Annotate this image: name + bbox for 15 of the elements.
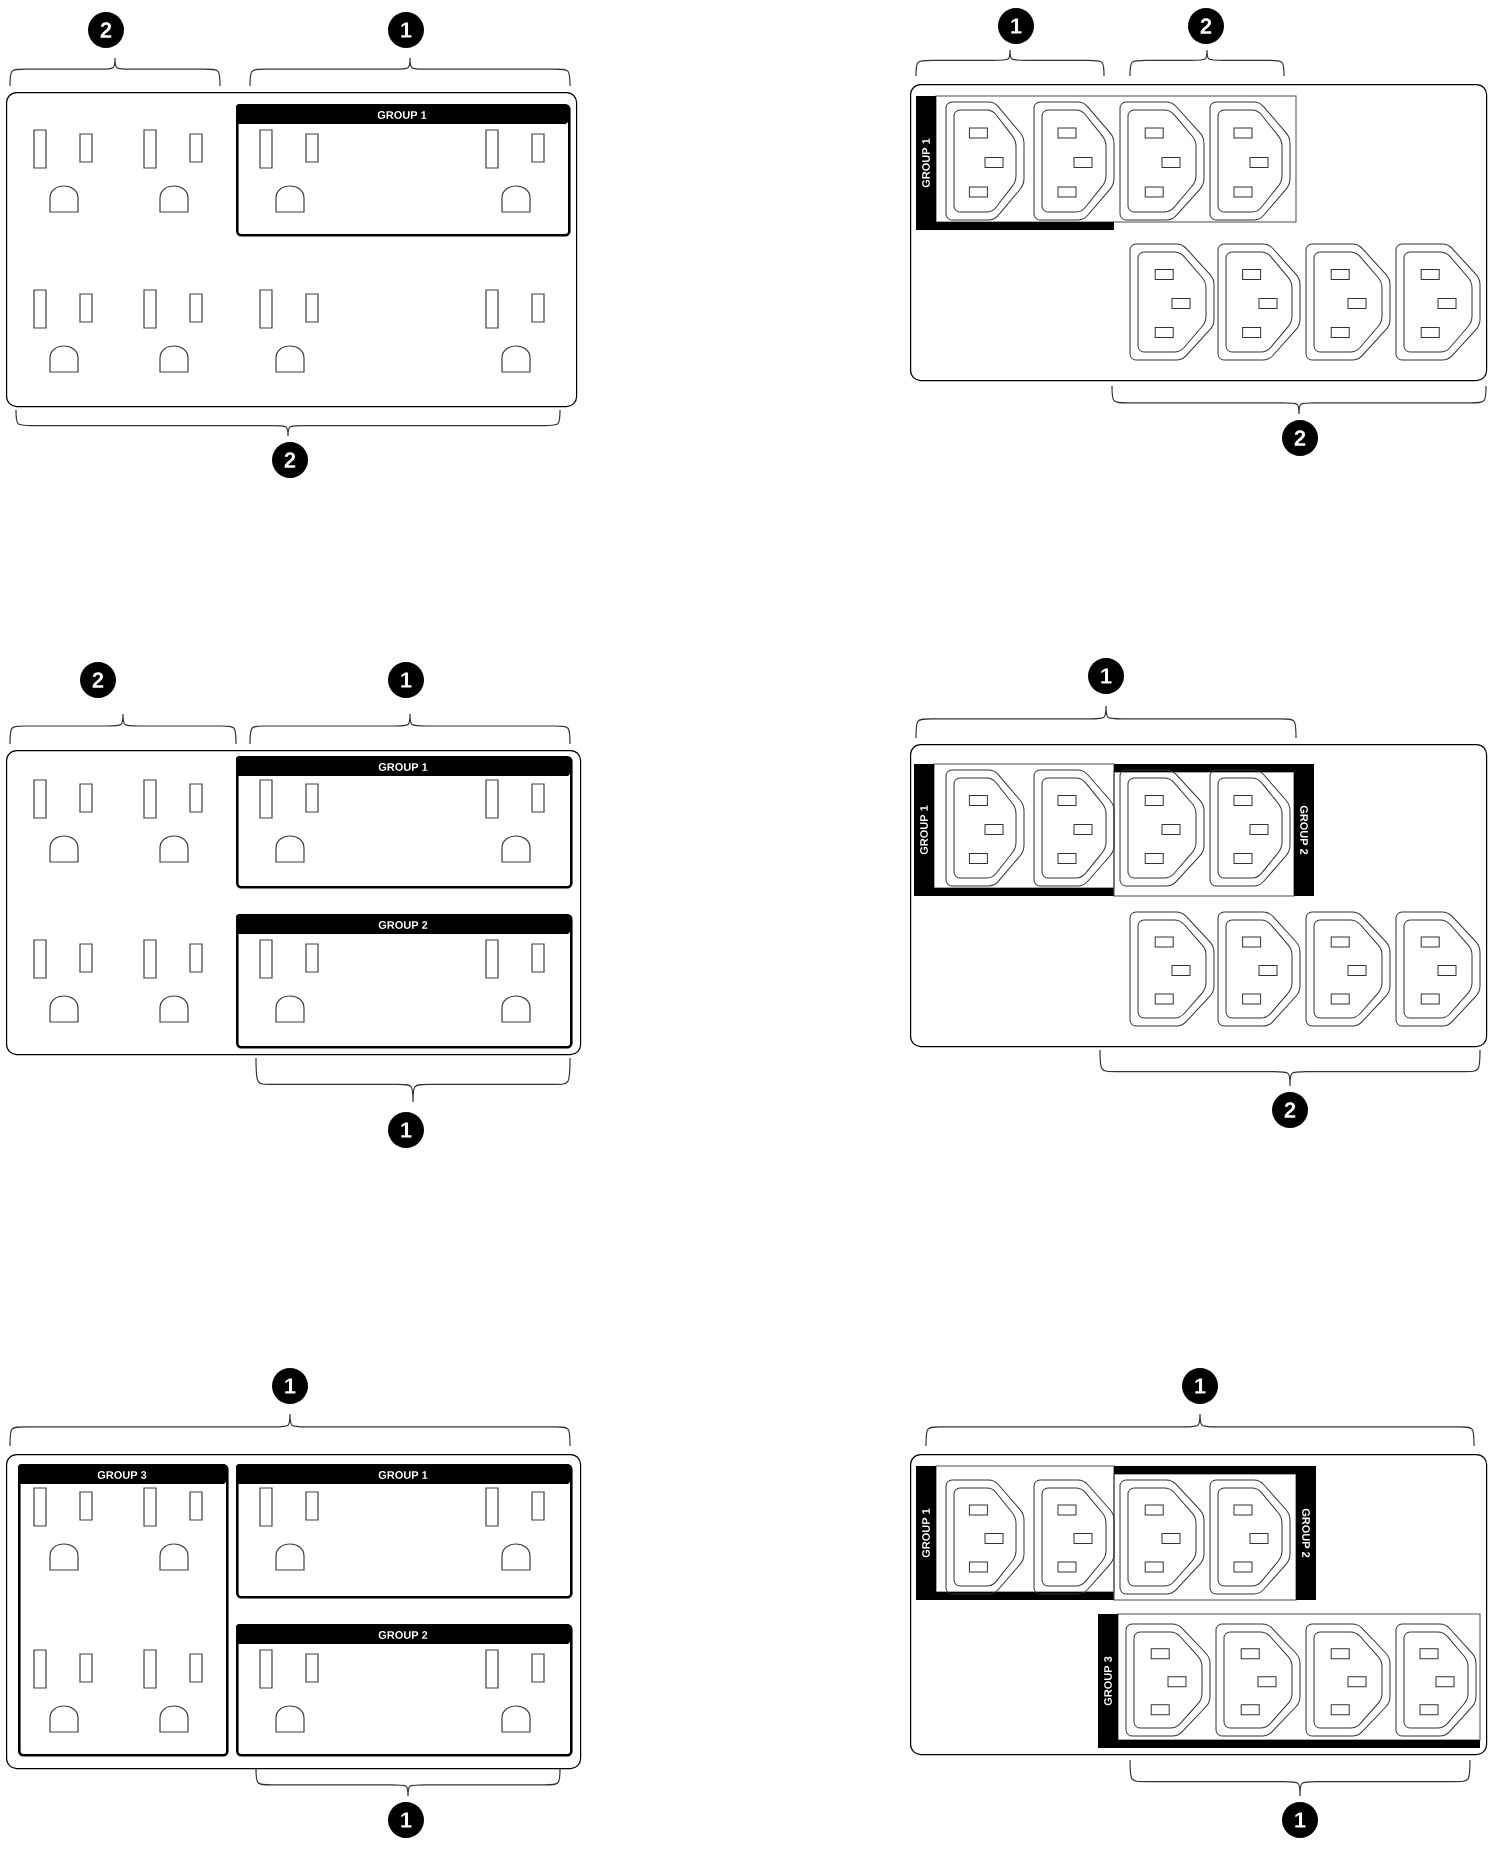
callout-number: 2	[1282, 420, 1318, 456]
callout-number: 1	[388, 662, 424, 698]
callout-number: 1	[388, 12, 424, 48]
callout-number: 1	[1282, 1802, 1318, 1838]
callout-number: 2	[1272, 1092, 1308, 1128]
callout-number: 1	[1088, 658, 1124, 694]
callout-number: 2	[1188, 8, 1224, 44]
callout-number: 1	[998, 8, 1034, 44]
callout-number: 1	[388, 1112, 424, 1148]
callout-number: 1	[388, 1802, 424, 1838]
callout-number: 2	[88, 12, 124, 48]
callout-number: 1	[272, 1368, 308, 1404]
callout-number: 1	[1182, 1368, 1218, 1404]
callout-number: 2	[272, 442, 308, 478]
callout-number: 2	[80, 662, 116, 698]
